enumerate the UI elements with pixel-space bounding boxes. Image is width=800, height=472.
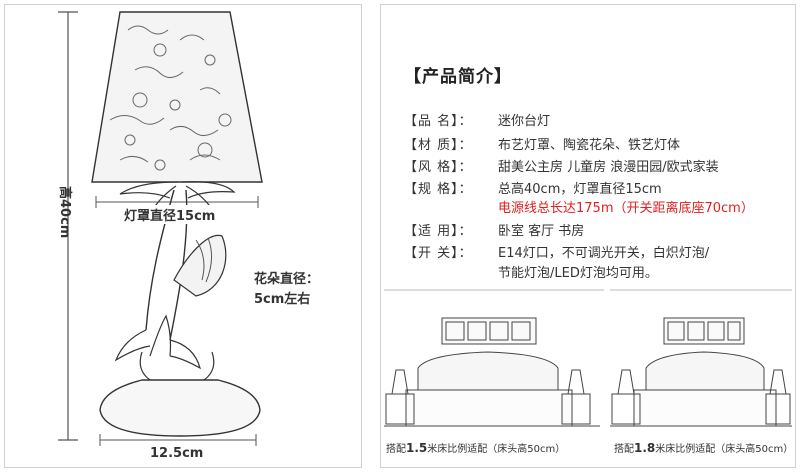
- spec-value: 布艺灯罩、陶瓷花朵、铁艺灯体: [498, 138, 681, 153]
- lamp-base: [99, 379, 261, 437]
- spec-row-switch: 【开 关】： E14灯口，不可调光开关，白炽灯泡/: [404, 242, 709, 261]
- flower-diameter-label: 花朵直径：: [254, 272, 320, 287]
- flower-diameter-value: 5cm左右: [254, 292, 311, 307]
- bed-sketch-2: [610, 289, 792, 427]
- shade-diameter-label: 灯罩直径15cm: [120, 205, 220, 224]
- lamp-dimension-panel: [4, 4, 362, 468]
- height-label: 高40cm: [57, 186, 72, 239]
- spec-row-style: 【风 格】： 甜美公主房 儿童房 浪漫田园/欧式家装: [404, 156, 719, 175]
- spec-label: 【规 格】：: [404, 182, 473, 197]
- spec-label: 【开 关】：: [404, 246, 473, 261]
- bed-caption-1: 搭配1.5米床比例适配（床头高50cm）: [386, 440, 565, 455]
- spec-value: 卧室 客厅 书房: [498, 224, 585, 239]
- caption-prefix: 搭配: [614, 444, 634, 455]
- spec-label: 【材 质】：: [404, 138, 473, 153]
- spec-row-size: 【规 格】： 总高40cm，灯罩直径15cm: [404, 178, 662, 197]
- spec-label: 【适 用】：: [404, 224, 473, 239]
- caption-suffix: 米床比例适配（床头高50cm）: [655, 444, 794, 455]
- caption-size: 1.8: [634, 441, 656, 455]
- ceramic-flower: [173, 234, 227, 297]
- lamp-shade: [91, 11, 263, 183]
- spec-row-switch-cont: 节能灯泡/LED灯泡均可用。: [404, 262, 658, 281]
- bed-sketch-1: [384, 289, 604, 427]
- spec-row-material: 【材 质】： 布艺灯罩、陶瓷花朵、铁艺灯体: [404, 134, 680, 153]
- spec-value: 总高40cm，灯罩直径15cm: [498, 182, 662, 197]
- spec-row-name: 【品 名】： 迷你台灯: [404, 110, 550, 129]
- spec-row-usage: 【适 用】： 卧室 客厅 书房: [404, 220, 584, 239]
- spec-row-cable: 电源线总长达175m（开关距离底座70cm）: [404, 197, 754, 216]
- base-width-label: 12.5cm: [150, 446, 204, 461]
- spec-label: 【品 名】：: [404, 114, 473, 129]
- caption-prefix: 搭配: [386, 444, 406, 455]
- caption-suffix: 米床比例适配（床头高50cm）: [427, 444, 566, 455]
- lamp-leaves: [119, 181, 236, 217]
- caption-size: 1.5: [406, 441, 428, 455]
- spec-value: 迷你台灯: [498, 114, 551, 129]
- spec-value: 节能灯泡/LED灯泡均可用。: [498, 266, 658, 281]
- spec-value: E14灯口，不可调光开关，白炽灯泡/: [498, 246, 710, 261]
- product-intro-title: 【产品简介】: [404, 67, 512, 87]
- spec-value-highlight: 电源线总长达175m（开关距离底座70cm）: [498, 201, 754, 216]
- spec-label: 【风 格】：: [404, 160, 473, 175]
- product-info-panel: [380, 4, 796, 468]
- bed-caption-2: 搭配1.8米床比例适配（床头高50cm）: [614, 440, 793, 455]
- spec-value: 甜美公主房 儿童房 浪漫田园/欧式家装: [498, 160, 719, 175]
